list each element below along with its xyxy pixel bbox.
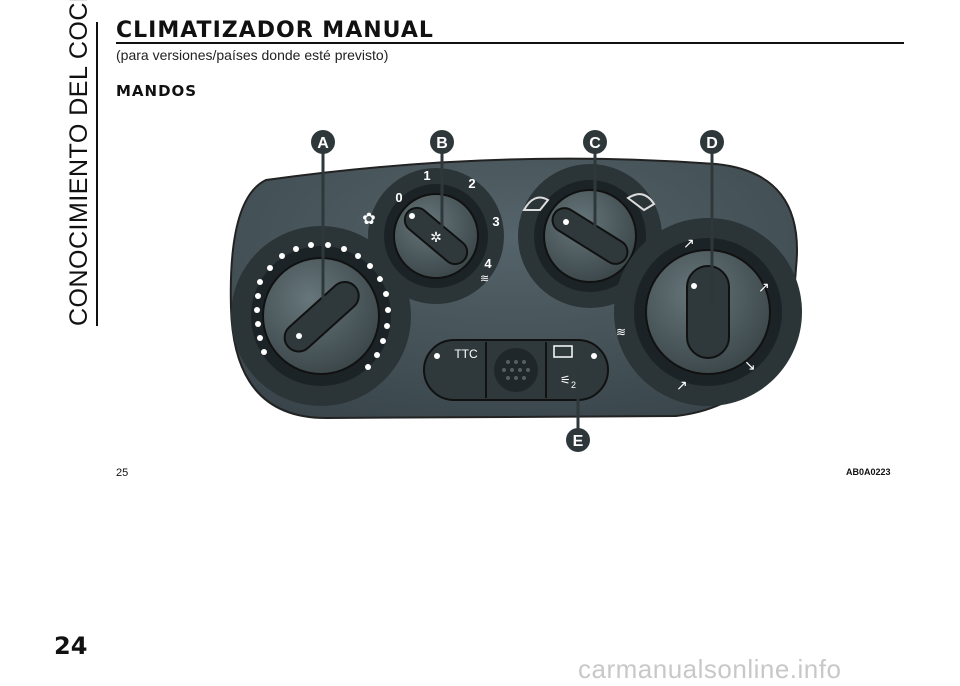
figure-number: 25 xyxy=(116,467,129,479)
svg-text:D: D xyxy=(706,135,718,152)
svg-text:≋: ≋ xyxy=(616,325,626,339)
page-title: CLIMATIZADOR MANUAL xyxy=(116,18,434,43)
fan-scale-3: 3 xyxy=(492,214,499,229)
button-strip-e: TTC ⚟ 2 xyxy=(423,339,609,401)
page-subtitle: (para versiones/países donde esté previs… xyxy=(116,47,389,63)
svg-text:↗: ↗ xyxy=(676,377,688,393)
svg-text:≋: ≋ xyxy=(480,273,489,285)
climate-control-illustration: ✲ ✿ 0 1 2 3 4 ≋ ↗ ↗ ↘ ↗ ≋ TTC xyxy=(229,130,802,452)
temperature-knob-a xyxy=(231,226,411,406)
figure-code: AB0A0223 xyxy=(846,467,891,477)
svg-text:✿: ✿ xyxy=(362,211,375,228)
section-heading: MANDOS xyxy=(116,82,198,100)
svg-text:⚟: ⚟ xyxy=(560,373,571,387)
page-number: 24 xyxy=(54,632,88,660)
ttc-button-label: TTC xyxy=(454,347,478,361)
fan-scale-0: 0 xyxy=(395,190,402,205)
callout-c: C xyxy=(583,130,607,154)
watermark: carmanualsonline.info xyxy=(578,654,842,684)
svg-text:E: E xyxy=(573,433,584,450)
svg-text:↘: ↘ xyxy=(744,357,756,373)
svg-text:C: C xyxy=(589,135,601,152)
chapter-title: CONOCIMIENTO DEL COCHE xyxy=(65,0,93,326)
svg-text:↗: ↗ xyxy=(758,279,770,295)
callout-a: A xyxy=(311,130,335,154)
svg-text:✲: ✲ xyxy=(430,229,442,245)
callout-d: D xyxy=(700,130,724,154)
callout-b: B xyxy=(430,130,454,154)
fan-speed-knob-b: ✲ ✿ 0 1 2 3 4 ≋ xyxy=(362,168,504,304)
fan-scale-1: 1 xyxy=(423,168,430,183)
svg-text:↗: ↗ xyxy=(683,235,695,251)
svg-text:B: B xyxy=(436,135,448,152)
chapter-divider xyxy=(96,22,98,326)
chapter-tab: CONOCIMIENTO DEL COCHE xyxy=(62,0,96,326)
callout-e: E xyxy=(566,428,590,452)
svg-text:A: A xyxy=(317,135,329,152)
title-divider xyxy=(116,42,904,44)
air-distribution-knob-d: ↗ ↗ ↘ ↗ ≋ xyxy=(614,218,802,406)
fan-scale-4: 4 xyxy=(484,256,492,271)
fan-scale-2: 2 xyxy=(468,176,475,191)
aux-mark: 2 xyxy=(571,380,576,390)
